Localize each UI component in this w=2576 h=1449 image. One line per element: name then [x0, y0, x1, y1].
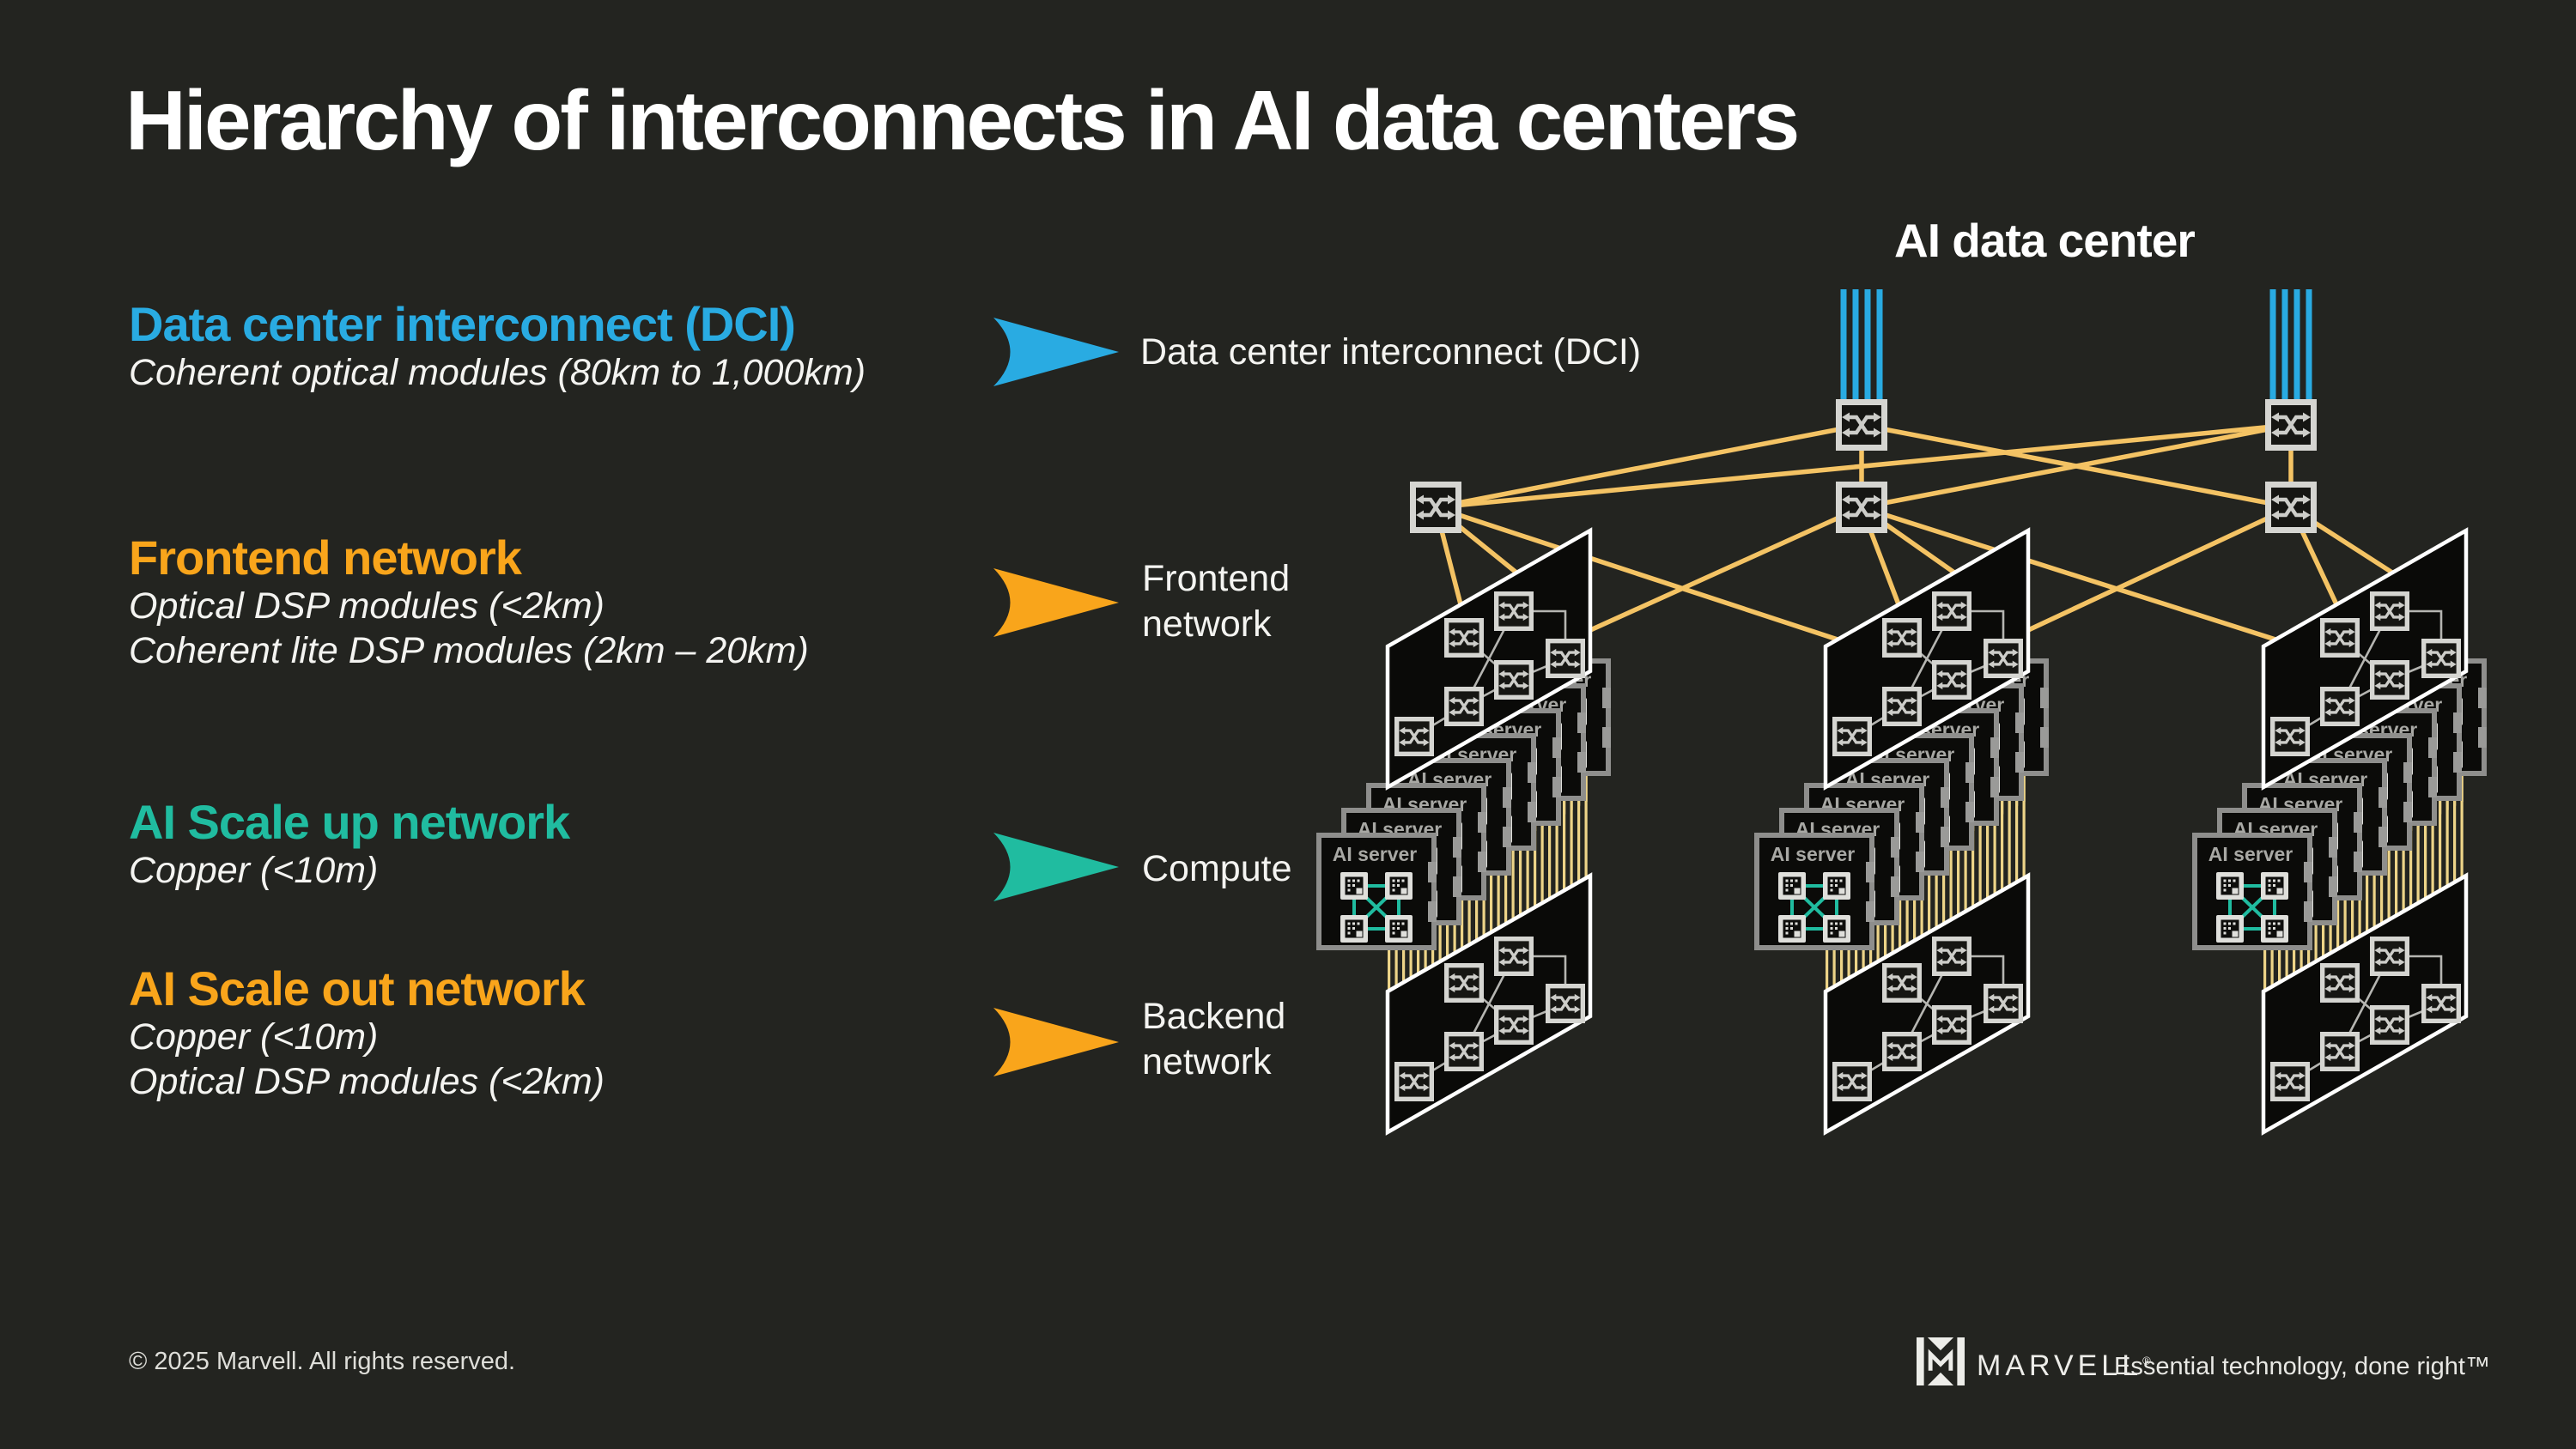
label-backend: Backend network: [1142, 996, 1286, 1082]
legend-item-dci: Data center interconnect (DCI) Coherent …: [129, 299, 1030, 395]
legend-detail: Optical DSP modules (<2km): [129, 1061, 605, 1102]
clusters: [1316, 530, 2487, 1132]
legend-detail: Coherent optical modules (80km to 1,000k…: [129, 352, 866, 393]
legend-detail: Copper (<10m): [129, 850, 379, 891]
footer-copyright: © 2025 Marvell. All rights reserved.: [129, 1348, 516, 1375]
diagram-title: AI data center: [1894, 214, 2196, 267]
dci-fiber-icon: [2269, 289, 2312, 409]
dci-switch: [2265, 399, 2317, 451]
registered-mark: ®: [2142, 1354, 2155, 1367]
label-frontend: Frontend network: [1142, 558, 1291, 645]
backend-flow-arrow-icon: [993, 1008, 1119, 1076]
spine-switch: [1410, 482, 1461, 533]
label-compute: Compute: [1142, 848, 1292, 889]
ai-cluster: [2192, 530, 2487, 1132]
spine-switch: [2265, 482, 2317, 533]
legend-detail: Coherent lite DSP modules (2km – 20km): [129, 630, 809, 671]
legend-heading: AI Scale up network: [129, 795, 570, 849]
brand-tagline: Essential technology, done right™: [2114, 1353, 2490, 1380]
legend-item-frontend: Frontend network Optical DSP modules (<2…: [129, 532, 1030, 673]
brand-wordmark: MARVELL®: [1977, 1349, 2155, 1382]
legend-item-scaleout: AI Scale out network Copper (<10m) Optic…: [129, 963, 1030, 1104]
dci-flow-arrow-icon: [993, 318, 1119, 386]
page-title: Hierarchy of interconnects in AI data ce…: [125, 73, 1800, 167]
legend-heading: AI Scale out network: [129, 961, 586, 1016]
spine-switch: [1836, 482, 1887, 533]
legend-detail: Optical DSP modules (<2km): [129, 585, 605, 627]
network-lines: [1433, 422, 2394, 642]
marvell-logo-icon: [1917, 1337, 1965, 1385]
legend-item-scaleup: AI Scale up network Copper (<10m): [129, 797, 1030, 893]
ai-data-center-diagram: AI server: [1271, 289, 2576, 1236]
dci-switch: [1836, 399, 1887, 451]
label-dci: Data center interconnect (DCI): [1140, 331, 1642, 373]
legend-detail: Copper (<10m): [129, 1016, 379, 1058]
compute-flow-arrow-icon: [993, 833, 1119, 901]
ai-cluster: [1316, 530, 1611, 1132]
legend-heading: Data center interconnect (DCI): [129, 297, 796, 351]
legend-heading: Frontend network: [129, 530, 522, 585]
frontend-flow-arrow-icon: [993, 568, 1119, 637]
ai-cluster: [1754, 530, 2049, 1132]
dci-fiber-icon: [1840, 289, 1883, 409]
